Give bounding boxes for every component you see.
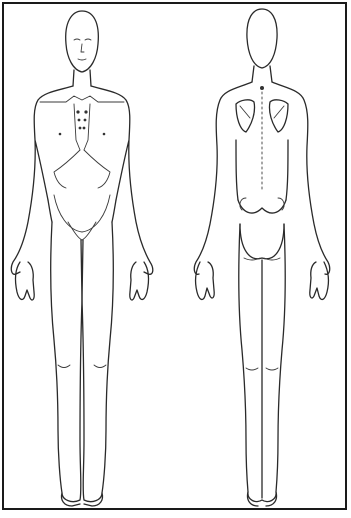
back-left-hand — [196, 262, 215, 299]
front-feet — [61, 493, 102, 506]
back-c7-marker — [260, 86, 264, 90]
back-waist — [238, 200, 286, 213]
front-collar — [40, 96, 124, 102]
back-right-scapula — [269, 100, 288, 132]
back-head — [247, 9, 277, 68]
back-left-leg — [239, 224, 262, 502]
front-hips — [48, 200, 116, 222]
front-sternum — [74, 104, 90, 150]
front-eyes — [74, 39, 91, 40]
front-body-right-outline — [91, 86, 153, 274]
front-body-left-outline — [11, 86, 73, 274]
back-right-hand — [310, 262, 329, 299]
back-buttocks — [240, 224, 284, 259]
back-right-leg — [262, 224, 285, 502]
back-left-scapula — [236, 100, 255, 132]
front-knees — [58, 365, 106, 368]
front-left-leg — [51, 222, 83, 502]
front-head — [66, 11, 99, 72]
front-groin — [68, 222, 96, 240]
diagram-border — [3, 3, 346, 509]
front-mouth — [78, 59, 86, 60]
front-right-hand — [130, 262, 149, 300]
front-chest-markings — [59, 110, 106, 135]
front-abdomen — [54, 195, 110, 232]
front-body-figure — [11, 11, 152, 506]
front-nose — [81, 44, 84, 52]
front-ribcage — [54, 150, 110, 188]
back-body-figure — [194, 9, 329, 506]
front-left-hand — [16, 262, 35, 300]
front-right-leg — [81, 222, 113, 502]
